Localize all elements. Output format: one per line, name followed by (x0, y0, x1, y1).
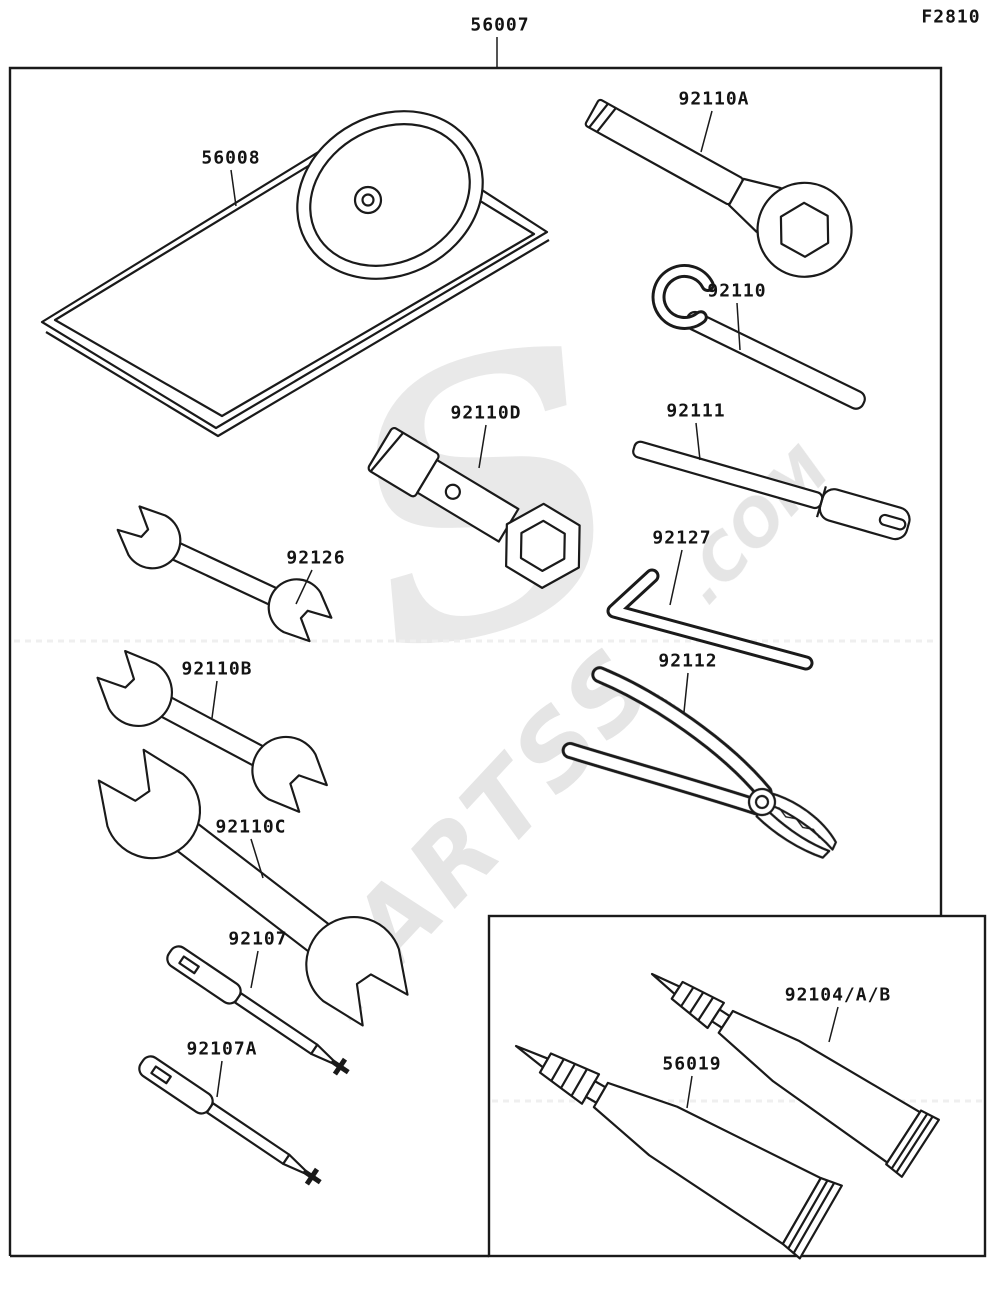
part-label-92110b: 92110B (181, 658, 253, 680)
part-label-92126: 92126 (286, 547, 346, 569)
enclosure-main (8, 66, 943, 1256)
figure-code: F2810 (921, 6, 981, 28)
part-label-92110a: 92110A (678, 88, 750, 110)
part-label-92104-a-b: 92104/A/B (784, 984, 892, 1006)
tool-tube-56019 (514, 1044, 843, 1260)
tool-hex-key (606, 568, 814, 671)
tool-screwdriver (166, 945, 350, 1076)
tool-pouch (40, 110, 550, 438)
tool-tube-92104 (650, 972, 940, 1178)
part-label-92127: 92127 (652, 527, 712, 549)
part-label-92112: 92112 (658, 650, 718, 672)
part-label-56019: 56019 (662, 1053, 722, 1075)
enclosures (8, 66, 987, 1258)
tool-pliers (561, 666, 837, 859)
part-label-92111: 92111 (666, 400, 726, 422)
part-label-92110d: 92110D (450, 402, 522, 424)
tool-open-end-wrench-large (97, 748, 409, 1027)
part-label-92107: 92107 (228, 928, 288, 950)
tool-box-end-wrench (584, 98, 853, 278)
tool-hook-spanner (651, 263, 866, 410)
leader-lines (211, 37, 839, 1109)
part-label-56007: 56007 (470, 14, 530, 36)
tool-spark-plug-wrench (367, 426, 581, 589)
tools-layer (40, 98, 940, 1260)
part-label-92110: 92110 (707, 280, 767, 302)
part-label-92107a: 92107A (186, 1038, 258, 1060)
tool-open-end-wrench-small (116, 505, 333, 643)
enclosure-sub (487, 914, 987, 1258)
part-label-56008: 56008 (201, 147, 261, 169)
tool-driver-bar (632, 440, 911, 541)
part-label-92110c: 92110C (215, 816, 287, 838)
tool-open-end-wrench-medium (96, 649, 328, 813)
tool-screwdriver-a (138, 1055, 322, 1186)
